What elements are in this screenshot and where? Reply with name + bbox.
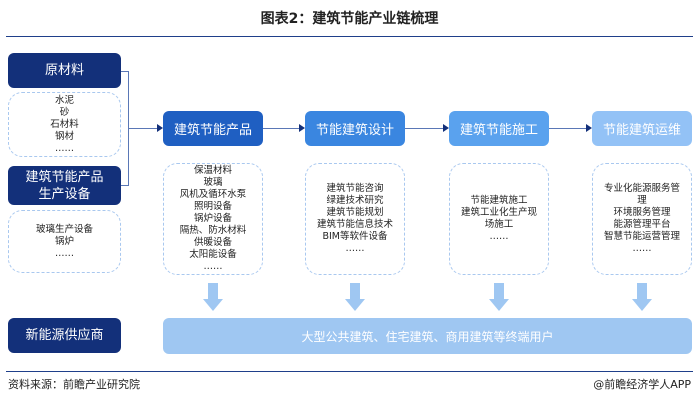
arrow-head-icon xyxy=(299,124,305,132)
arrow-head-icon xyxy=(157,124,163,132)
stage-construction: 建筑节能施工 xyxy=(449,111,549,146)
chart-title: 图表2：建筑节能产业链梳理 xyxy=(260,11,439,27)
design-list: 建筑节能咨询 绿建技术研究 建筑节能规划 建筑节能信息技术 BIM等软件设备 …… xyxy=(305,163,405,275)
new-energy-supplier: 新能源供应商 xyxy=(8,318,121,353)
upstream-production-equipment: 建筑节能产品 生产设备 xyxy=(8,166,121,205)
down-arrow-icon xyxy=(345,283,365,311)
connector-arrow xyxy=(262,128,300,129)
arrow-head-icon xyxy=(443,124,449,132)
connector xyxy=(121,71,129,72)
source-note: 资料来源：前瞻产业研究院 xyxy=(8,378,140,391)
connector xyxy=(121,185,129,186)
down-arrow-icon xyxy=(203,283,223,311)
title-divider xyxy=(6,36,693,37)
down-arrow-icon xyxy=(632,283,652,311)
connector-arrow xyxy=(128,128,158,129)
connector-arrow xyxy=(405,128,444,129)
connector-arrow xyxy=(548,128,587,129)
upstream-raw-materials: 原材料 xyxy=(8,53,121,88)
stage-operation: 节能建筑运维 xyxy=(592,111,692,146)
stage-building-design: 节能建筑设计 xyxy=(305,111,405,146)
production-equipment-list: 玻璃生产设备 锅炉 …… xyxy=(8,210,121,273)
down-arrow-icon xyxy=(489,283,509,311)
footer-divider xyxy=(6,371,693,372)
stage-energy-saving-products: 建筑节能产品 xyxy=(163,111,263,146)
products-list: 保温材料 玻璃 风机及循环水泵 照明设备 锅炉设备 隔热、防水材料 供暖设备 太… xyxy=(163,163,263,275)
operation-list: 专业化能源服务管 理 环境服务管理 能源管理平台 智慧节能运营管理 …… xyxy=(592,163,692,275)
end-users-bar: 大型公共建筑、住宅建筑、商用建筑等终端用户 xyxy=(163,318,692,354)
brand-credit: @前瞻经济学人APP xyxy=(593,378,691,391)
raw-materials-list: 水泥 砂 石材料 钢材 …… xyxy=(8,92,121,157)
arrow-head-icon xyxy=(586,124,592,132)
construction-list: 节能建筑施工 建筑工业化生产现 场施工 …… xyxy=(449,163,549,275)
